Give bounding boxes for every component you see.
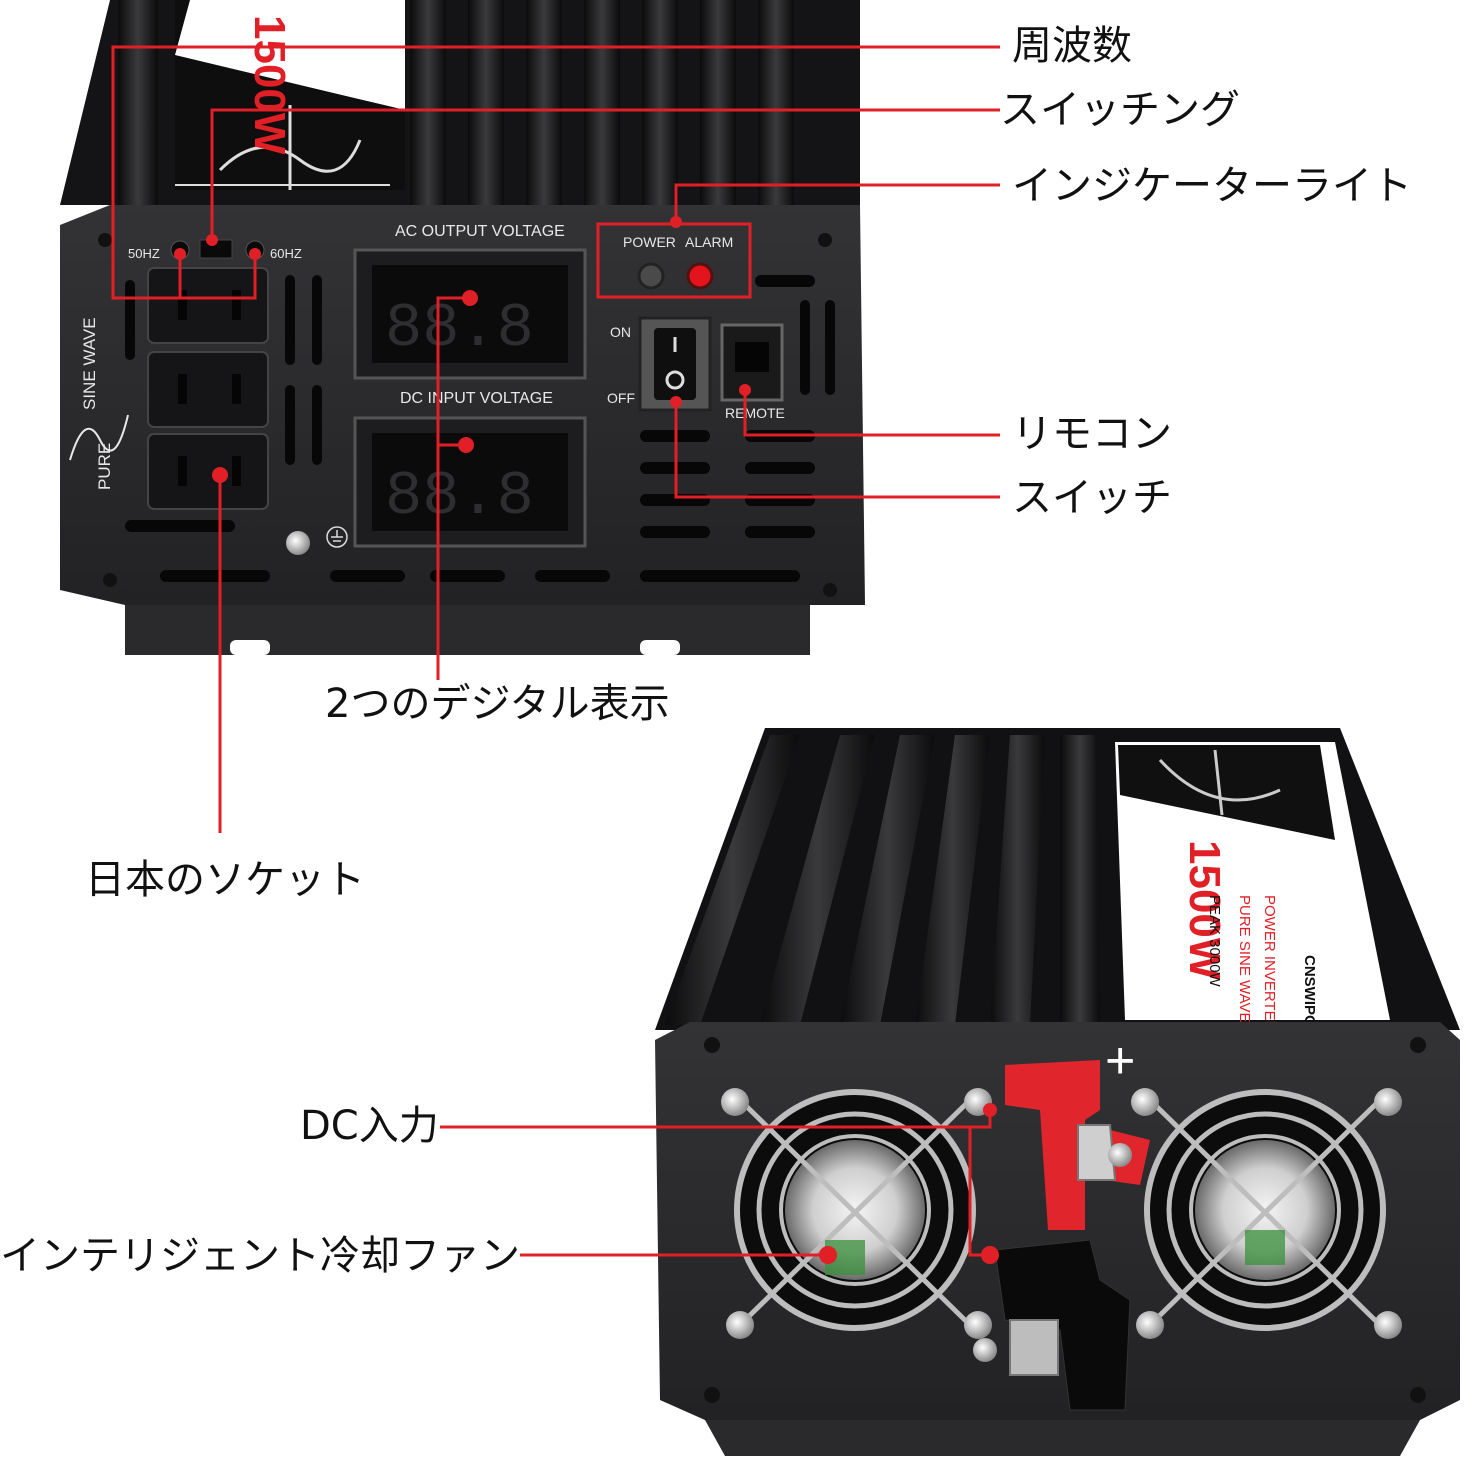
callout-displays: 2つのデジタル表示 — [325, 681, 670, 727]
dc-positive-terminal[interactable] — [1005, 1060, 1150, 1230]
front-inverter: 1500W 50HZ 60HZ SINE WAVE PURE — [60, 0, 865, 655]
socket-3[interactable] — [147, 433, 269, 510]
label-power: POWER — [623, 234, 676, 250]
label-sine-wave: SINE WAVE — [80, 317, 99, 410]
callout-remote: リモコン — [1012, 411, 1172, 457]
callout-fan: インテリジェント冷却ファン — [0, 1233, 520, 1279]
label-60hz: 60HZ — [270, 246, 302, 261]
japan-sockets — [147, 267, 269, 510]
ground-terminal[interactable] — [286, 531, 310, 555]
label-ac-output: AC OUTPUT VOLTAGE — [395, 223, 565, 240]
rear-inverter: 1500W POWER INVERTER PURE SINE WAVE PEAK… — [655, 728, 1460, 1456]
label-remote: REMOTE — [725, 405, 785, 421]
front-vents — [125, 275, 835, 582]
socket-2[interactable] — [147, 351, 269, 428]
rear-watt-label: 1500W — [1180, 840, 1229, 980]
front-watt-label: 1500W — [245, 15, 294, 155]
label-pure: PURE — [95, 443, 114, 490]
rear-fins — [665, 735, 1100, 1025]
dc-display-digits: 88.8 — [385, 461, 534, 532]
callout-dots — [174, 216, 999, 1264]
fan-left — [721, 1088, 992, 1339]
callout-indicator: インジケーターライト — [1012, 163, 1412, 209]
led-power — [637, 262, 665, 290]
label-on: ON — [610, 324, 631, 340]
plus-sign: + — [1105, 1032, 1135, 1090]
callout-socket: 日本のソケット — [85, 857, 365, 903]
rear-brand-line2: PURE SINE WAVE — [1236, 895, 1253, 1023]
socket-1[interactable] — [147, 267, 269, 344]
callout-dc-input: DC入力 — [300, 1103, 439, 1149]
rear-brand-line1: POWER INVERTER — [1261, 895, 1278, 1032]
front-foot — [125, 605, 810, 655]
rear-peak: PEAK 3000W — [1206, 895, 1223, 988]
ac-display — [372, 265, 568, 363]
ac-display-digits: 88.8 — [385, 293, 534, 364]
callout-frequency: 周波数 — [1012, 23, 1132, 69]
fan-right — [1131, 1088, 1402, 1339]
label-dc-input: DC INPUT VOLTAGE — [400, 390, 553, 407]
led-alarm — [686, 262, 714, 290]
dc-negative-terminal[interactable] — [973, 1239, 1131, 1411]
callout-switching: スイッチング — [1000, 87, 1240, 133]
callout-switch: スイッチ — [1012, 475, 1172, 521]
label-50hz: 50HZ — [128, 246, 160, 261]
ground-icon — [326, 526, 348, 548]
label-alarm: ALARM — [685, 234, 733, 250]
top-fins — [118, 0, 794, 205]
label-off: OFF — [607, 390, 635, 406]
